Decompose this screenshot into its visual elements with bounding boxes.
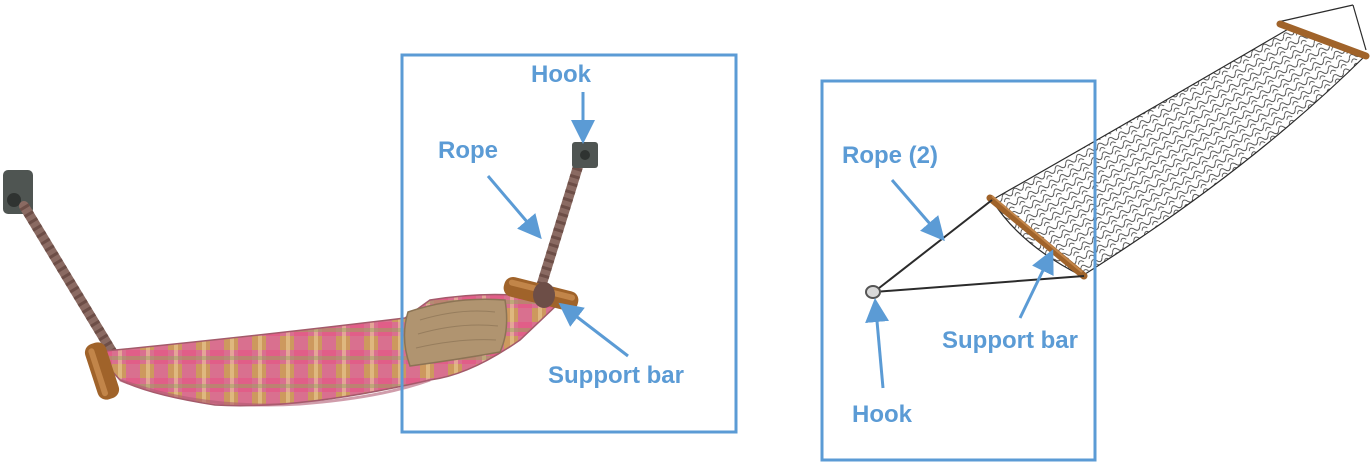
top-support-bar xyxy=(1276,20,1370,60)
left-support-bar xyxy=(84,342,120,400)
arrow-rope-left xyxy=(486,175,542,240)
hammock-pillow xyxy=(403,298,508,367)
arrow-support-bar-right xyxy=(1018,249,1054,319)
label-hook-left: Hook xyxy=(531,61,592,88)
label-support-bar-left: Support bar xyxy=(548,362,684,389)
label-support-bar-right: Support bar xyxy=(942,327,1078,354)
right-rope xyxy=(535,155,585,295)
fabric-hammock-illustration xyxy=(3,142,598,407)
net-rope-lower xyxy=(873,275,1085,293)
right-support-bar xyxy=(503,277,579,311)
net-hammock-illustration xyxy=(865,4,1370,299)
label-hook-right: Hook xyxy=(852,401,913,428)
net-rope-upper xyxy=(873,199,993,293)
label-rope-right: Rope (2) xyxy=(842,142,938,169)
arrow-hook-right xyxy=(865,298,890,389)
left-highlight-box xyxy=(400,53,738,434)
right-wall-hook xyxy=(572,142,598,168)
net-hook-ring xyxy=(865,285,881,299)
arrow-support-bar-left xyxy=(558,302,629,358)
hammock-net xyxy=(991,27,1368,277)
label-rope-left: Rope xyxy=(438,137,498,164)
lower-support-bar xyxy=(986,194,1088,280)
arrow-rope-right xyxy=(890,179,945,242)
right-highlight-box xyxy=(820,79,1097,462)
